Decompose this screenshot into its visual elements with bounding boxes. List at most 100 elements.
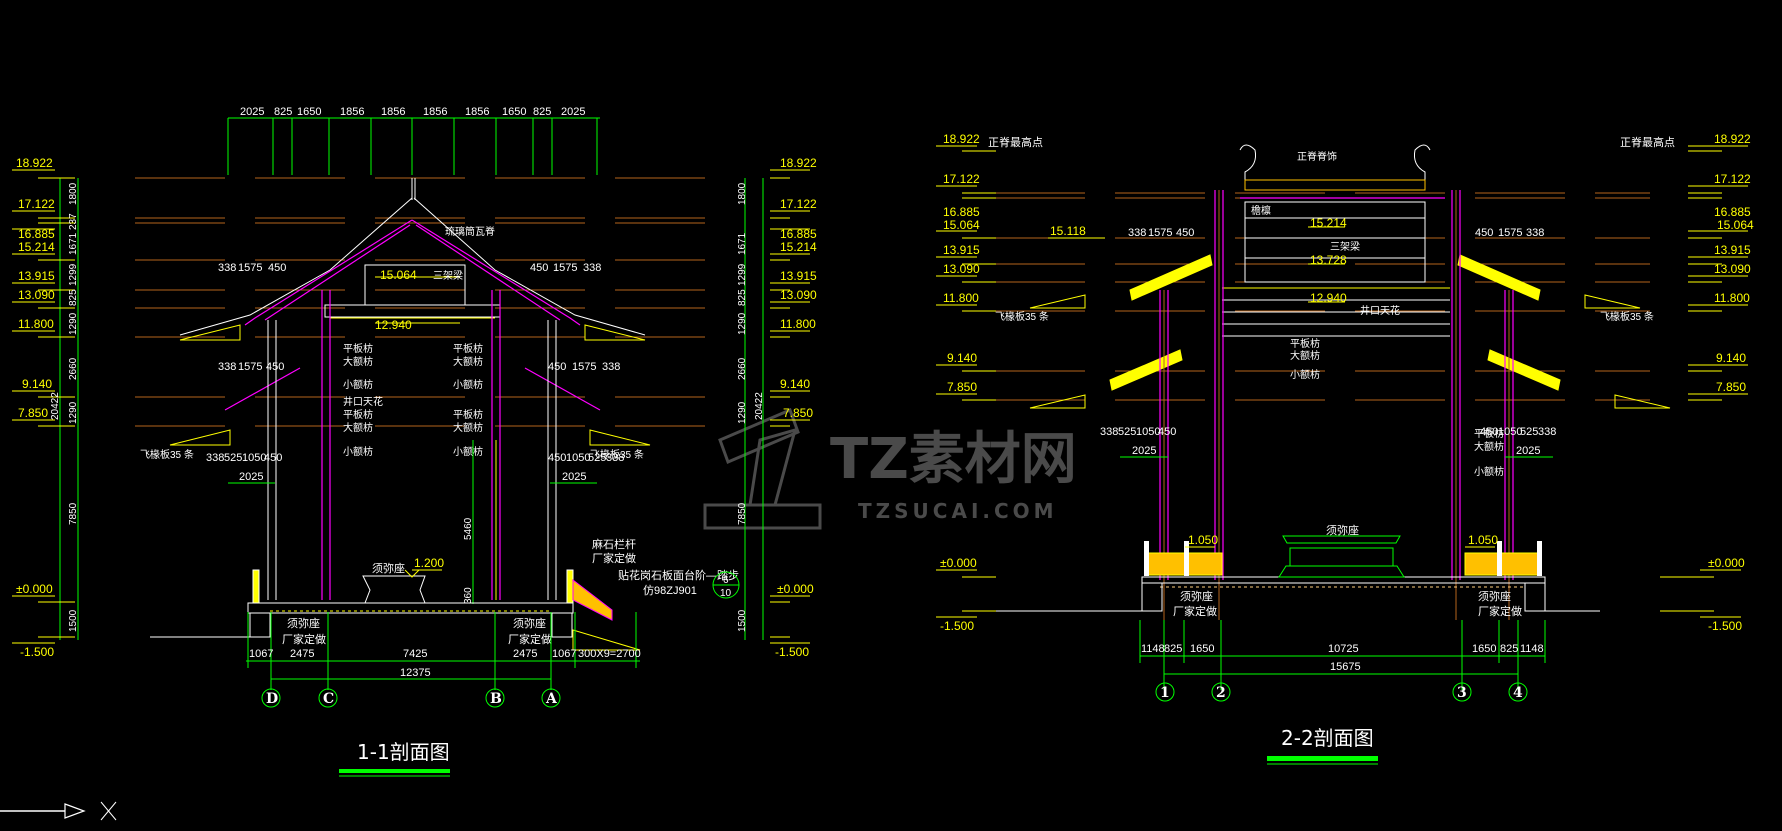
- section1-platform: 1.200 须弥座 麻石栏杆 厂家定做 贴花岗石板面台阶—踏步 仿98ZJ901…: [150, 537, 740, 651]
- axis-bubble: [1508, 682, 1528, 702]
- axis-label: 2: [1216, 685, 1226, 701]
- vertical-dim: 825: [737, 289, 748, 306]
- inner-level: 12.940: [375, 318, 412, 332]
- elevation-label: 17.122: [780, 197, 817, 211]
- elevation-label: 11.800: [18, 317, 54, 331]
- inner-level: 15.214: [1310, 216, 1347, 230]
- ucs-icon: [0, 801, 117, 821]
- dim-text: 825: [274, 106, 292, 118]
- eave-dim: 1575: [238, 262, 262, 274]
- eave-width-dim: 2025: [1132, 445, 1156, 457]
- top-note: 正脊最高点: [1620, 135, 1675, 149]
- custom-made-label: 厂家定做: [1173, 604, 1217, 618]
- inner-level: 12.940: [1310, 291, 1347, 305]
- eave-dim: 338: [1100, 426, 1118, 438]
- stone-rail-post: [252, 569, 260, 604]
- watermark: TZ素材网 TZSUCAI.COM: [703, 407, 1077, 530]
- balustrade-post: [1184, 541, 1189, 576]
- vertical-dim: 1290: [737, 312, 748, 335]
- pedestal-label: 须弥座: [1326, 523, 1359, 537]
- dim-text: 2025: [561, 106, 585, 118]
- elevation-label: 18.922: [780, 156, 817, 170]
- axis-bubble: [1452, 682, 1472, 702]
- axis-bubble: [261, 688, 281, 708]
- elevation-label: 15.064: [943, 218, 980, 232]
- watermark-logo-icon: [703, 407, 822, 530]
- plank-label: 平板枋: [343, 408, 373, 421]
- custom-made-label: 厂家定做: [282, 632, 326, 646]
- ceiling-label: 井口天花: [1360, 304, 1400, 317]
- dim-text: 1148: [1141, 643, 1165, 655]
- plank-label: 平板枋: [1474, 427, 1504, 440]
- dim-text: 300X9=2700: [578, 648, 641, 660]
- eave-dim: 450: [530, 262, 548, 274]
- dim-text: 1650: [297, 106, 321, 118]
- section1-columns: 5460 360: [267, 290, 557, 604]
- eave-dim: 338: [1538, 426, 1556, 438]
- dim-text: 1148: [1520, 643, 1544, 655]
- vertical-dim: 1299: [68, 263, 79, 286]
- eave-dim: 1050: [1136, 426, 1160, 438]
- plank-label: 平板枋: [1290, 337, 1320, 350]
- overall-dim: 15675: [1330, 661, 1361, 673]
- big-beam-label: 大额枋: [343, 421, 373, 434]
- eave-dim: 450: [266, 361, 284, 373]
- vertical-dim: 1290: [68, 401, 79, 424]
- right-upper-eave: [1457, 254, 1541, 301]
- small-beam-label: 小额枋: [1290, 368, 1320, 381]
- elevation-label: 7.850: [18, 406, 48, 420]
- big-beam-label: 大额枋: [1474, 440, 1504, 453]
- elevation-label: 11.800: [780, 317, 816, 331]
- axis-label: D: [266, 691, 278, 707]
- vertical-dim: 1500: [737, 609, 748, 632]
- elevation-label: 13.090: [943, 262, 980, 276]
- eave-dim: 1575: [553, 262, 577, 274]
- eave-dim: 1050: [1498, 426, 1522, 438]
- ridge-label: 琉璃筒瓦脊: [445, 225, 495, 238]
- section2-roof-structure: 15.214 13.728 12.940 15.118 三架梁 正脊脊饰 檐檩 …: [995, 144, 1671, 409]
- small-beam-label: 小额枋: [1474, 465, 1504, 478]
- dim-text: 1856: [423, 106, 447, 118]
- inner-level: 15.118: [1050, 224, 1086, 238]
- elevation-label: 17.122: [18, 197, 55, 211]
- axis-bubble: [318, 688, 338, 708]
- elevation-label: 7.850: [1716, 380, 1746, 394]
- elevation-label: -1.500: [775, 645, 809, 659]
- elevation-label: 16.885: [780, 227, 817, 241]
- vertical-dim: 2660: [737, 357, 748, 380]
- eave-dim: 338: [206, 452, 224, 464]
- section1-right-elevations: 18.922 17.122 16.885 15.214 13.915 13.09…: [737, 156, 817, 659]
- small-beam-label: 小额枋: [453, 445, 483, 458]
- dim-text: 10725: [1328, 643, 1359, 655]
- detail-ref-den: 10: [720, 588, 732, 599]
- eave-dim: 450: [1480, 426, 1498, 438]
- vertical-dim: 237: [68, 213, 79, 230]
- eave-dim: 525: [224, 452, 242, 464]
- axis-bubble: [1211, 682, 1231, 702]
- dim-text: 1650: [1472, 643, 1496, 655]
- eave-dim: 338: [583, 262, 601, 274]
- custom-made-label: 厂家定做: [592, 551, 636, 565]
- inner-level: 1.050: [1188, 533, 1218, 547]
- vertical-dim: 2660: [68, 357, 79, 380]
- elevation-label: 13.090: [1714, 262, 1751, 276]
- vertical-dim: 1290: [68, 312, 79, 335]
- eave-dim: 450: [548, 361, 566, 373]
- plank-label: 平板枋: [453, 342, 483, 355]
- left-lower-eave: [1109, 349, 1183, 391]
- elevation-label: 7.850: [783, 406, 813, 420]
- eave-dim: 338: [1526, 227, 1544, 239]
- balustrade-right: [1464, 552, 1542, 576]
- balustrade-post: [1497, 541, 1502, 576]
- flying-rafter-label: 飞椽板35 条: [995, 310, 1049, 323]
- vertical-dim: 1671: [737, 232, 748, 255]
- eave-dim: 1050: [242, 452, 266, 464]
- elevation-label: 9.140: [1716, 351, 1746, 365]
- eave-width-dim: 2025: [562, 471, 586, 483]
- elevation-label: ±0.000: [1708, 556, 1745, 570]
- vertical-dim: 1800: [737, 182, 748, 205]
- eave-dim: 525: [588, 452, 606, 464]
- eave-width-dim: 2025: [239, 471, 263, 483]
- dim-text: 1856: [340, 106, 364, 118]
